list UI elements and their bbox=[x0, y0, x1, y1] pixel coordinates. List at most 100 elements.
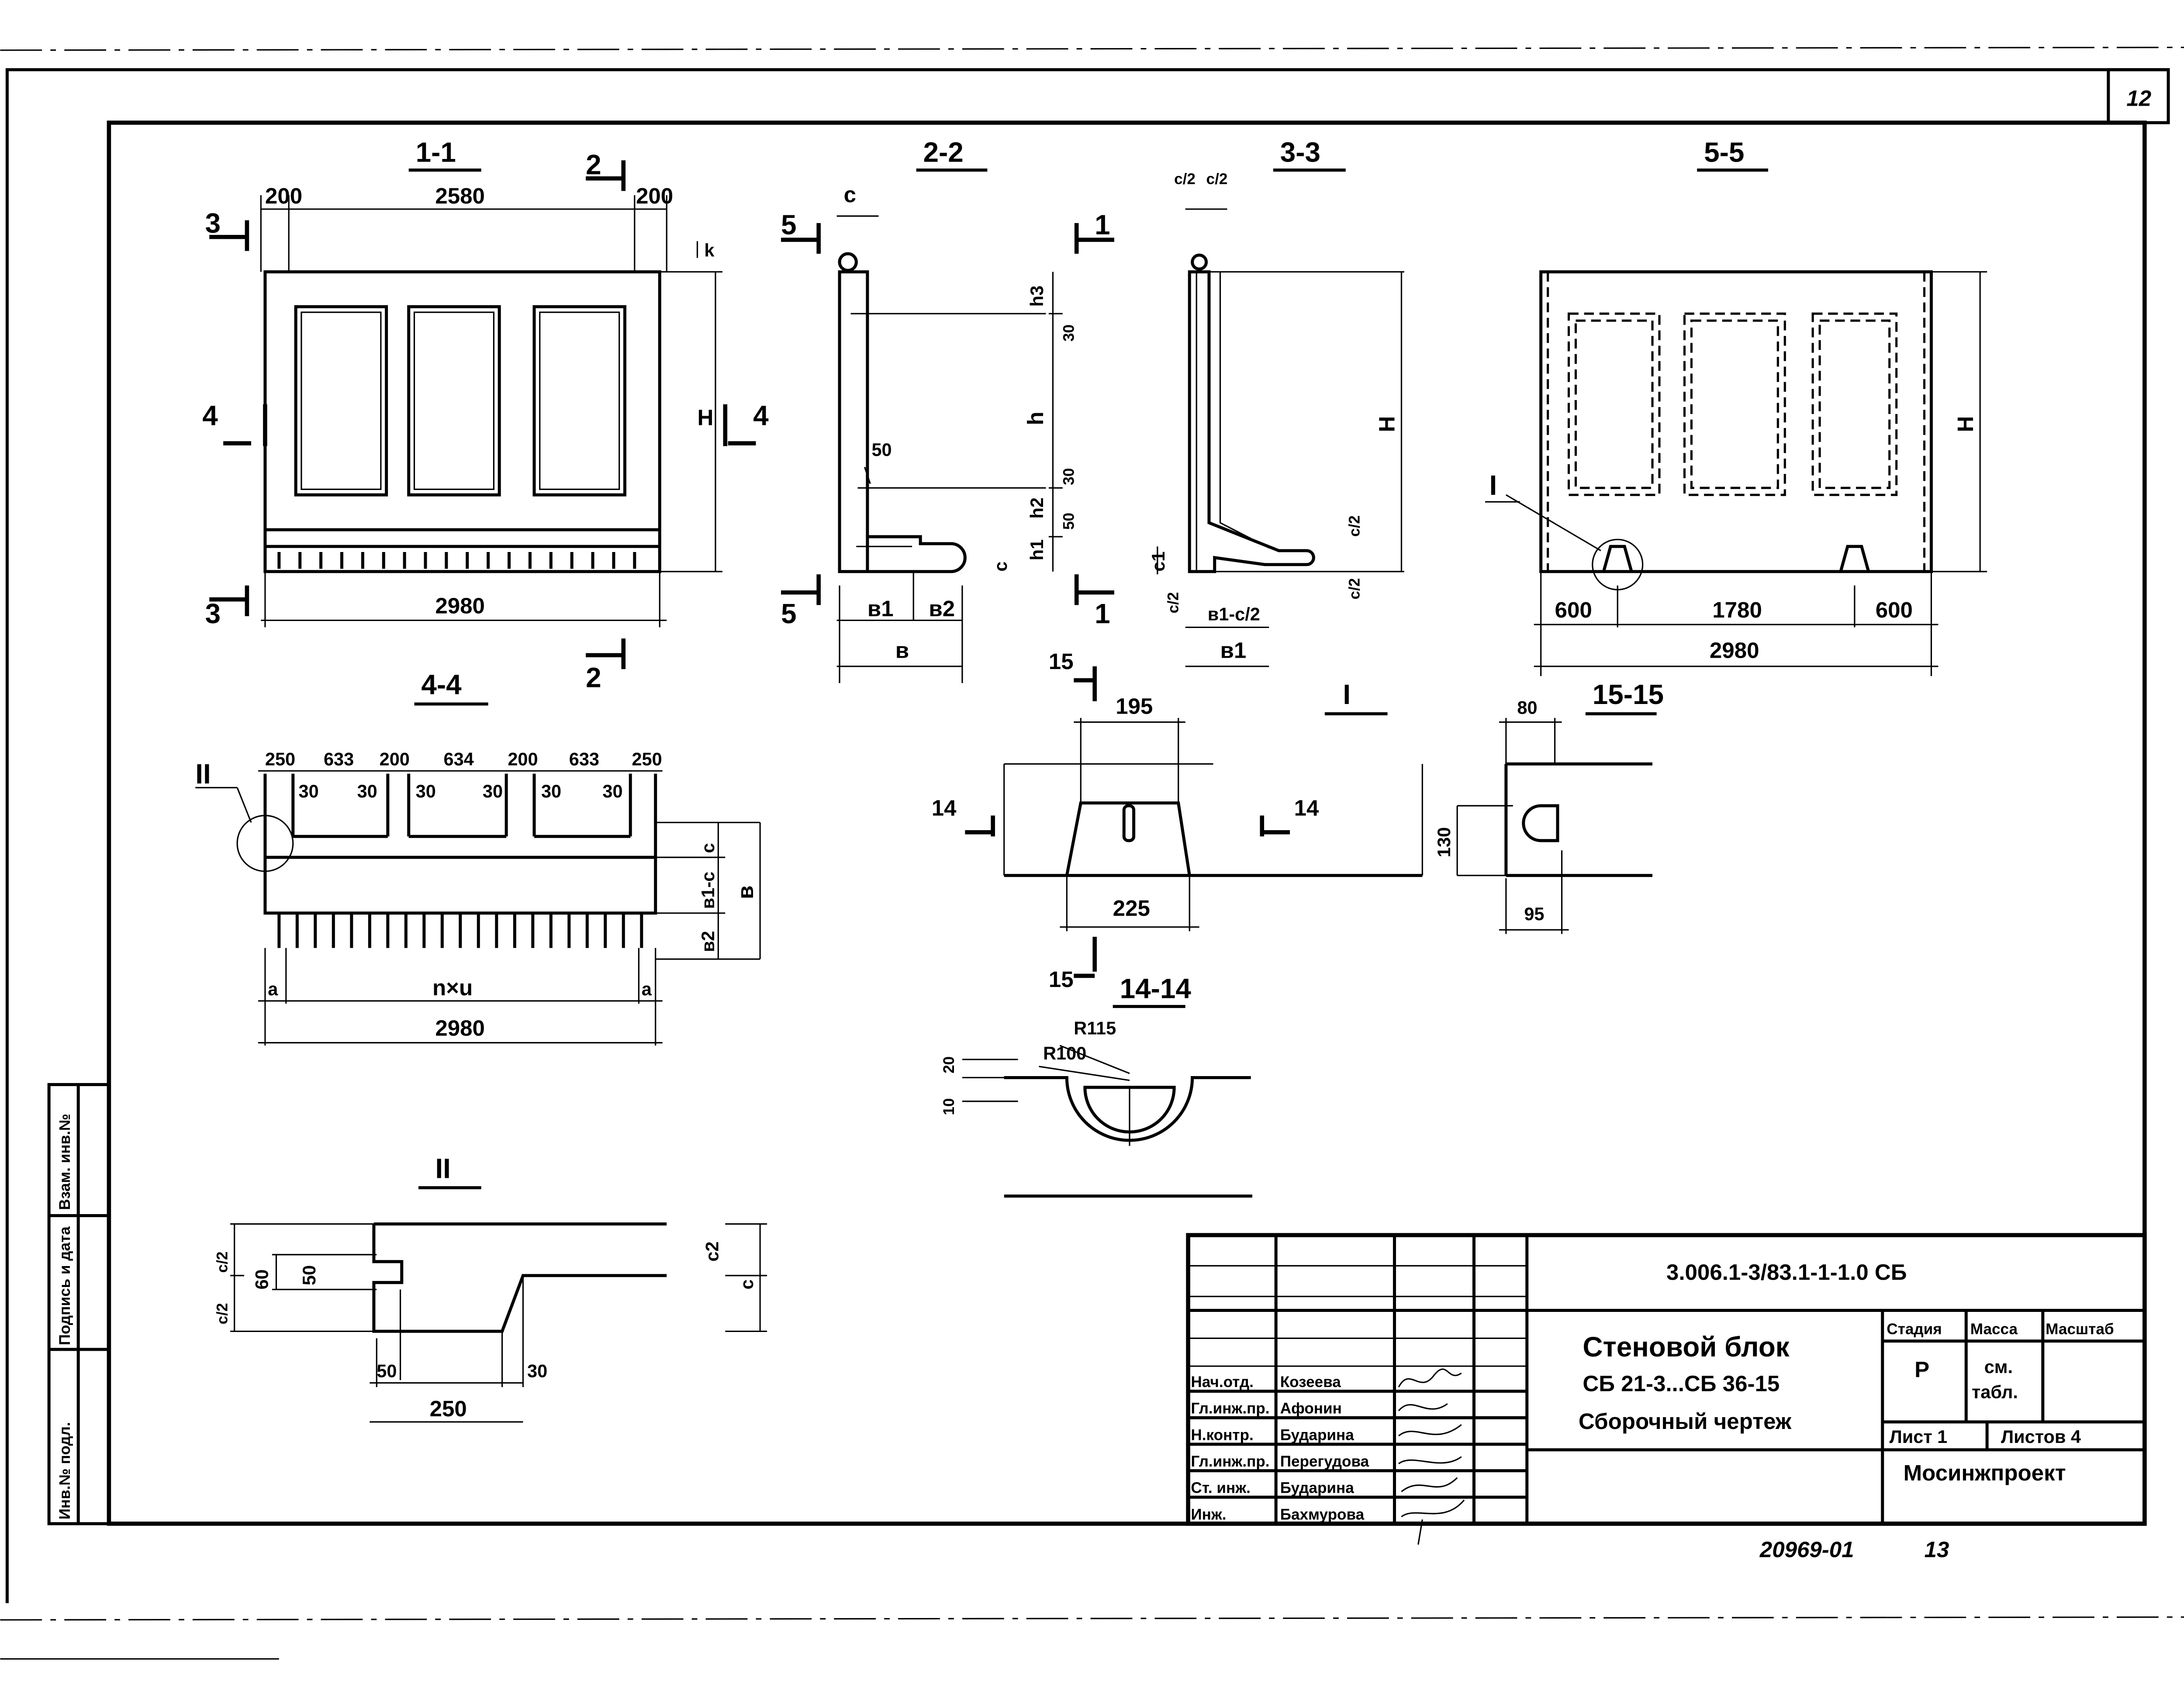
dim-b1-minus-c: в1-c bbox=[698, 872, 718, 909]
dim-600: 600 bbox=[1876, 597, 1913, 622]
dim-10: 10 bbox=[940, 1098, 957, 1115]
dim-250: 250 bbox=[430, 1396, 467, 1421]
outer-frame bbox=[5, 68, 2169, 1603]
signer-name: Козеева bbox=[1280, 1373, 1341, 1391]
dim-30: 30 bbox=[299, 781, 319, 801]
section-14-14: 14-14 R115 R100 20 10 bbox=[940, 973, 1252, 1198]
document-code: 3.006.1-3/83.1-1-1.0 СБ bbox=[1666, 1260, 1907, 1284]
sheet-number-box bbox=[2107, 68, 2170, 124]
section-marker: 2 bbox=[586, 662, 601, 694]
dim-30: 30 bbox=[1060, 324, 1077, 342]
dim-200: 200 bbox=[265, 183, 302, 208]
dim-30: 30 bbox=[541, 781, 561, 801]
section-marker: 15 bbox=[1049, 649, 1074, 674]
dim-c-half: c/2 bbox=[1206, 170, 1228, 187]
dim-634: 634 bbox=[444, 749, 474, 769]
section-title: 15-15 bbox=[1593, 679, 1664, 710]
signer-name: Афонин bbox=[1280, 1400, 1342, 1417]
section-15-15: 15-15 80 130 95 bbox=[1434, 679, 1664, 934]
stamp-inv-podl: Инв.№ подл. bbox=[56, 1422, 73, 1519]
signer-name: Перегудова bbox=[1280, 1453, 1369, 1470]
section-marker: 14 bbox=[932, 795, 957, 820]
signer-role: Нач.отд. bbox=[1191, 1373, 1254, 1391]
dim-c-half: c/2 bbox=[1165, 592, 1182, 614]
signers-table: Нач.отд. Козеева Гл.инж.пр. Афонин Н.кон… bbox=[1191, 1373, 1369, 1523]
dim-b1: в1 bbox=[1220, 638, 1246, 663]
dim-c-half: c/2 bbox=[214, 1252, 231, 1273]
signer-role: Гл.инж.пр. bbox=[1191, 1453, 1269, 1470]
footer-code: 20969-01 bbox=[1759, 1537, 1854, 1562]
signatures-scribble bbox=[1398, 1368, 1465, 1545]
dim-30: 30 bbox=[483, 781, 503, 801]
dim-250: 250 bbox=[265, 749, 295, 769]
dim-c-half: c/2 bbox=[1174, 170, 1196, 187]
dim-195: 195 bbox=[1116, 694, 1153, 718]
signer-role: Ст. инж. bbox=[1191, 1480, 1250, 1497]
dim-250: 250 bbox=[632, 749, 662, 769]
callout-I: I bbox=[1489, 469, 1497, 501]
section-marker: 2 bbox=[586, 149, 601, 180]
scale-label: Масштаб bbox=[2046, 1321, 2114, 1338]
dim-b: в bbox=[733, 885, 758, 899]
drawing-name-line1: Стеновой блок bbox=[1583, 1331, 1789, 1363]
dim-50: 50 bbox=[871, 439, 892, 460]
section-title: 14-14 bbox=[1120, 973, 1192, 1004]
dim-n-x-u: n×u bbox=[432, 975, 473, 1000]
dim-30: 30 bbox=[527, 1361, 547, 1381]
left-stamp: Инв.№ подл. Подпись и дата Взам. инв.№ bbox=[47, 1083, 111, 1525]
dim-130: 130 bbox=[1434, 827, 1454, 857]
section-title: 4-4 bbox=[421, 669, 462, 701]
stage-label: Стадия bbox=[1887, 1321, 1942, 1338]
dim-80: 80 bbox=[1517, 697, 1537, 718]
section-title: 5-5 bbox=[1704, 136, 1744, 168]
dim-50: 50 bbox=[1060, 513, 1077, 530]
dim-b1-minus-c-half: в1-c/2 bbox=[1208, 604, 1260, 624]
mass-label: Масса bbox=[1970, 1321, 2018, 1338]
stamp-vzam-inv: Взам. инв.№ bbox=[56, 1114, 73, 1210]
section-marker: 5 bbox=[781, 598, 796, 629]
dim-h2: h2 bbox=[1026, 497, 1047, 518]
dim-h: h bbox=[1023, 411, 1048, 425]
dim-b: в bbox=[895, 638, 909, 663]
dim-b1: в1 bbox=[867, 596, 894, 621]
dim-c-half: c/2 bbox=[1346, 578, 1363, 600]
section-1-1: 1-1 200 2580 200 2980 H k 3 3 4 4 2 2 bbox=[202, 136, 769, 693]
section-title: 1-1 bbox=[416, 136, 456, 168]
section-marker: 3 bbox=[205, 207, 221, 239]
sheet-number: 12 bbox=[2126, 86, 2151, 111]
dim-a: a bbox=[642, 979, 652, 999]
section-title: 2-2 bbox=[923, 136, 964, 168]
dim-c: c bbox=[736, 1280, 757, 1290]
dim-600: 600 bbox=[1555, 597, 1592, 622]
dim-c1: c1 bbox=[1148, 552, 1168, 572]
inner-frame bbox=[107, 121, 2147, 1526]
section-3-3: 3-3 c/2 c/2 H c1 c/2 c/2 c/2 в1-c/2 в1 bbox=[1148, 136, 1404, 667]
section-marker: 5 bbox=[781, 209, 796, 240]
drawing-name-line2: СБ 21-3...СБ 36-15 bbox=[1583, 1371, 1780, 1396]
section-marker: 3 bbox=[205, 598, 221, 629]
mass-value: см. bbox=[1984, 1356, 2013, 1377]
dim-a: a bbox=[268, 979, 278, 999]
dim-b2: в2 bbox=[698, 931, 718, 952]
dim-2580: 2580 bbox=[435, 183, 485, 208]
dim-30: 30 bbox=[1060, 468, 1077, 485]
stamp-podpis-data: Подпись и дата bbox=[56, 1226, 73, 1346]
dim-h3: h3 bbox=[1026, 286, 1047, 307]
dim-c2: c2 bbox=[702, 1242, 722, 1262]
dim-H: H bbox=[697, 405, 713, 430]
dim-R115: R115 bbox=[1074, 1018, 1116, 1039]
bottom-edge-line bbox=[0, 1616, 2184, 1621]
signer-role: Н.контр. bbox=[1191, 1426, 1253, 1443]
section-marker: 4 bbox=[753, 400, 769, 431]
dim-200: 200 bbox=[636, 183, 673, 208]
signer-role: Инж. bbox=[1191, 1506, 1226, 1523]
mass-value: табл. bbox=[1972, 1382, 2018, 1402]
dim-200: 200 bbox=[508, 749, 538, 769]
section-2-2: 2-2 c h3 30 h 50 30 h2 50 c h1 в1 в2 в 5… bbox=[781, 136, 1114, 683]
dim-30: 30 bbox=[357, 781, 377, 801]
section-title: I bbox=[1343, 679, 1351, 710]
dim-200: 200 bbox=[380, 749, 410, 769]
drawing-name-line3: Сборочный чертеж bbox=[1579, 1409, 1792, 1434]
signer-name: Бударина bbox=[1280, 1426, 1354, 1443]
